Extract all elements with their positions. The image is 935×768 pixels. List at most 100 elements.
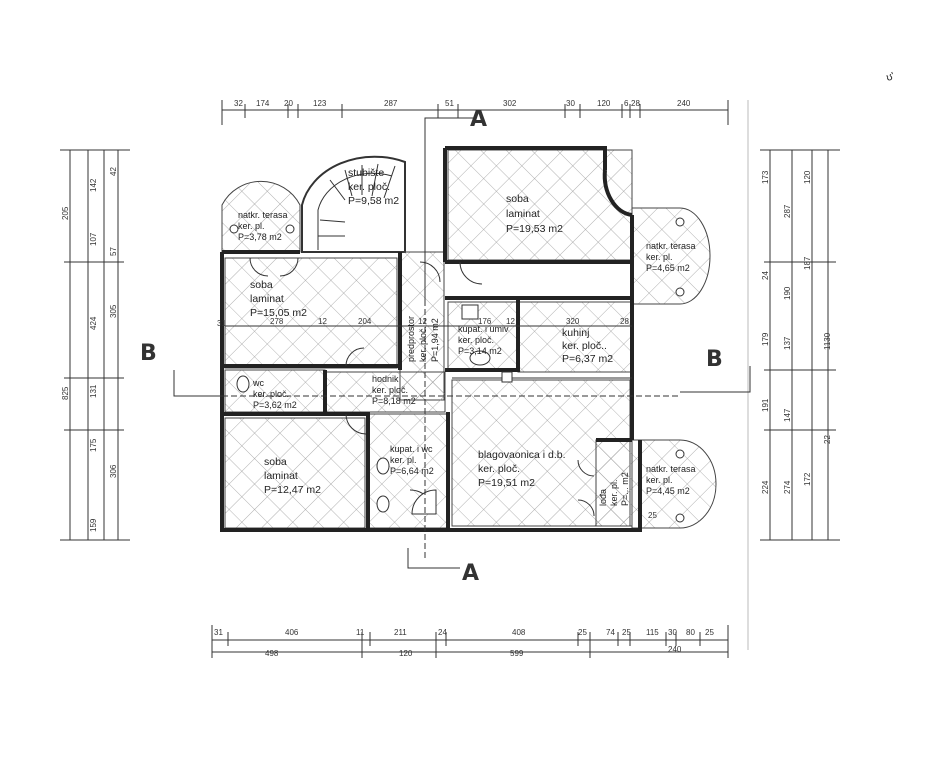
section-a-top: A [470, 107, 487, 132]
room-area: P=3,62 m2 [253, 400, 297, 410]
room-floor: ker. ploč. [372, 385, 408, 395]
dim-left-15: 175 [89, 438, 98, 452]
room-area: P=... m2 [620, 472, 630, 506]
room-floor: laminat [506, 208, 540, 220]
room-area: P=15,05 m2 [250, 307, 307, 319]
room-area: P=4,65 m2 [646, 263, 690, 273]
room-label-terasa-2: natkr. terasa ker. pl. P=4,65 m2 [646, 241, 696, 273]
room-area: P=12,47 m2 [264, 484, 321, 496]
dim-right-8: 190 [783, 286, 792, 300]
room-name: kupat. i umiv [458, 324, 509, 334]
room-name: lođa [598, 489, 608, 506]
room-area: P=8,18 m2 [372, 396, 416, 406]
room-name: soba [264, 456, 287, 468]
dim-bottom-1: 406 [285, 628, 299, 637]
room-area: P=19,53 m2 [506, 223, 563, 235]
dim-bottom-9: 115 [646, 628, 659, 637]
dim-top-9: 6 [624, 99, 629, 108]
dim-inner-5: 176 [478, 317, 492, 326]
room-name: hodnik [372, 374, 399, 384]
dim-left-6: 57 [109, 247, 118, 256]
dim-bottom-0: 31 [214, 628, 223, 637]
dim-top-2: 20 [284, 99, 293, 108]
room-label-blagovaonica: blagovaonica i d.b. ker. ploč. P=19,51 m… [478, 449, 566, 489]
shower-icon [461, 304, 479, 320]
room-label-kupatilo-2: kupat. i wc ker. pl. P=6,64 m2 [390, 444, 434, 476]
dim-right-9: 187 [803, 256, 812, 270]
room-label-kuhinja: kuhinj ker. ploč.. P=6,37 m2 [562, 327, 613, 365]
left-dimension-chain: 205 142 42 107 57 305 424 825 131 175 30… [60, 149, 130, 541]
dim-inner-6: 12 [506, 317, 515, 326]
bottom-dimension-chain: 31 406 11 211 24 408 25 74 25 115 30 80 … [211, 625, 729, 658]
room-area: P=19,51 m2 [478, 477, 535, 489]
dim-left-1: 142 [89, 178, 98, 192]
dim-bottom-5: 408 [512, 628, 526, 637]
interior-dimensions: 31 278 12 204 12 176 12 320 28 25 [217, 317, 657, 520]
dim-top-8: 120 [597, 99, 611, 108]
terrace-bottom-right [631, 439, 717, 529]
dim-bottom-10: 30 [668, 628, 677, 637]
dim-top-10: 28 [631, 99, 640, 108]
room-label-terasa-3: natkr. terasa ker. pl. P=4,45 m2 [646, 464, 696, 496]
dim-bottom-2: 11 [356, 628, 365, 637]
room-floor: ker. pl. [609, 479, 619, 506]
dim-bottom-8: 25 [622, 628, 631, 637]
room-floor: ker. ploč.. [562, 340, 607, 352]
dim-inner-1: 278 [270, 317, 284, 326]
room-floor: ker. ploč. [458, 335, 494, 345]
sink-icon [469, 350, 491, 366]
dim-left-2: 42 [109, 167, 118, 176]
dim-inner-7: 320 [566, 317, 580, 326]
dim-inner-0: 31 [217, 319, 226, 328]
staircase [301, 155, 406, 253]
shower-tray-icon [411, 489, 437, 515]
right-dimension-chain: 173 287 120 24 190 187 1130 179 137 191 … [760, 149, 840, 541]
room-floor: ker. pl. [646, 252, 673, 262]
section-b-left: B [140, 341, 157, 366]
dim-inner-2: 12 [318, 317, 327, 326]
room-label-soba-3: soba laminat P=12,47 m2 [264, 456, 321, 496]
room-name: natkr. terasa [646, 464, 696, 474]
dim-right-2: 287 [783, 204, 792, 218]
dim-right-10: 1130 [823, 332, 832, 350]
room-area: P=3,78 m2 [238, 232, 282, 242]
dim-right-23: 274 [783, 480, 792, 494]
dim-right-6: 24 [761, 271, 770, 280]
room-name: soba [250, 279, 273, 291]
walls [220, 146, 642, 532]
dim-left-12: 131 [89, 384, 98, 398]
dim-top-3: 123 [313, 99, 327, 108]
dim-right-1: 120 [803, 170, 812, 184]
dim-right-17: 147 [783, 408, 792, 422]
room-label-terasa-1: natkr. terasa ker. pl. P=3,78 m2 [238, 210, 288, 242]
room-name: natkr. terasa [238, 210, 288, 220]
top-dimension-chain: 32 174 20 123 287 51 302 30 120 6 28 240 [221, 99, 729, 125]
room-floor: laminat [264, 470, 298, 482]
dim-bottom-11: 80 [686, 628, 695, 637]
dim-top-11: 240 [677, 99, 691, 108]
dim-left-16: 306 [109, 464, 118, 478]
dim-inner-3: 204 [358, 317, 372, 326]
dim-bottom-6: 25 [578, 628, 587, 637]
dim-bottom-7: 74 [606, 628, 615, 637]
room-area: P=4,45 m2 [646, 486, 690, 496]
dim-bottom2-3: 240 [668, 645, 682, 654]
dim-left-11: 825 [61, 386, 70, 400]
room-label-kupatilo-1: kupat. i umiv ker. ploč. P=3,14 m2 [458, 324, 509, 356]
dim-bottom2-0: 498 [265, 649, 279, 658]
sink-icon [376, 495, 390, 513]
room-name: predprostor [406, 316, 416, 362]
dim-left-0: 205 [61, 206, 70, 220]
corner-mark: ʊ' [885, 70, 897, 84]
room-label-wc: wc ker. ploč. P=3,62 m2 [252, 378, 297, 410]
toilet-icon [376, 457, 390, 475]
dim-bottom-12: 25 [705, 628, 714, 637]
dim-top-4: 287 [384, 99, 398, 108]
room-floor: ker. pl. [390, 455, 417, 465]
section-lines: A A B B [140, 107, 751, 586]
room-floor: ker. pl. [238, 221, 265, 231]
toilet-icon [236, 375, 250, 393]
room-area: P=1,94 m2 [430, 318, 440, 362]
dim-bottom2-1: 120 [399, 649, 413, 658]
